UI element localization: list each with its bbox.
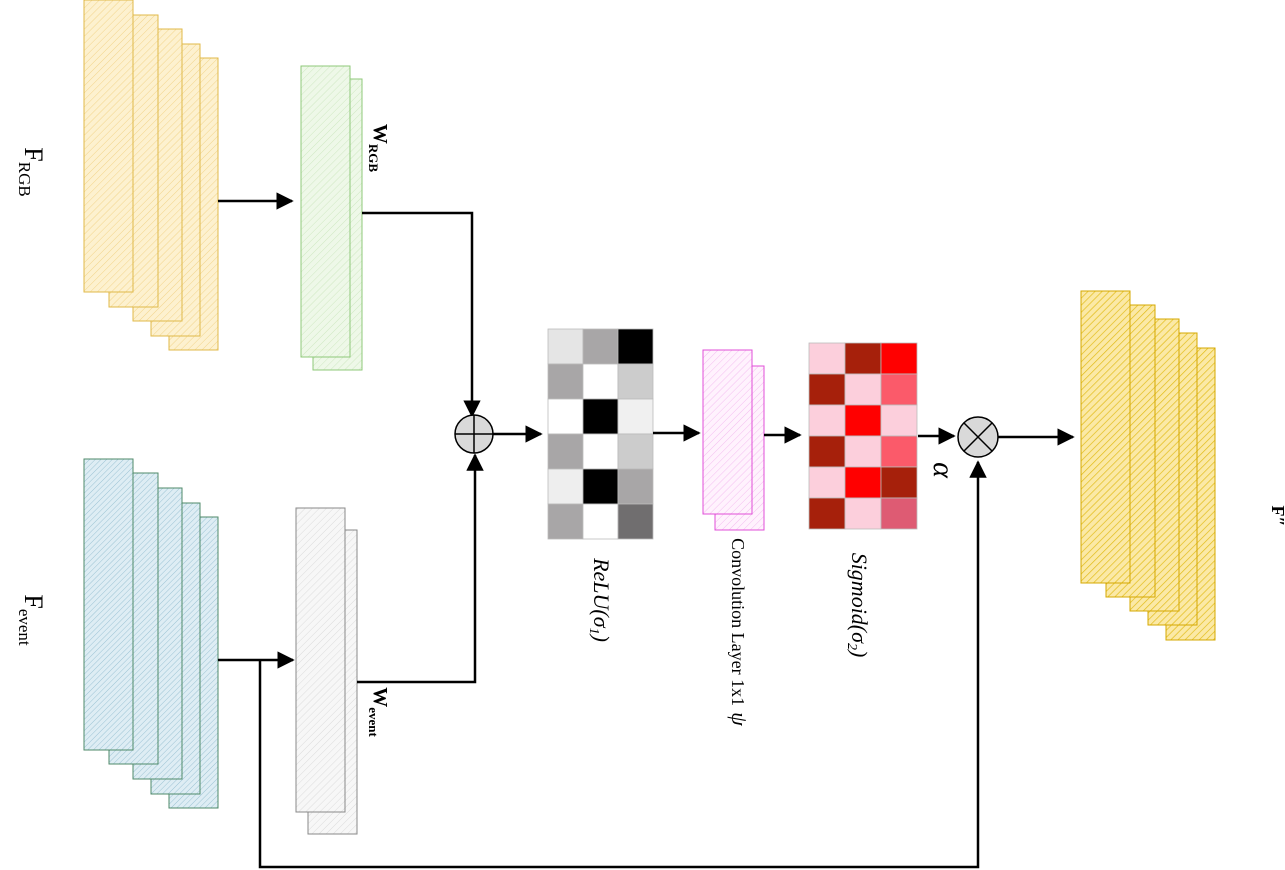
matrix-cell [808, 373, 846, 406]
wrgb-to-sum-arrow [362, 211, 481, 418]
matrix-cell [844, 342, 882, 375]
skip-connection-arrow [258, 460, 987, 869]
matrix-cell [547, 468, 584, 505]
matrix-cell [808, 342, 846, 375]
matrix-cell [880, 342, 918, 375]
circle-plus-icon [454, 414, 494, 454]
matrix-cell [880, 373, 918, 406]
matrix-cell [582, 468, 619, 505]
matrix-cell [617, 433, 654, 470]
f-rgb-label: FRGB [15, 147, 48, 196]
alpha-label: α [927, 462, 960, 479]
matrix-cell [547, 398, 584, 435]
matrix-cell [844, 435, 882, 468]
wevent-to-sum-arrow [357, 453, 484, 684]
conv-layer [702, 349, 765, 531]
matrix-cell [617, 468, 654, 505]
matrix-cell [547, 503, 584, 540]
matrix-cell [617, 503, 654, 540]
matrix-cell [844, 404, 882, 437]
circle-times-icon [957, 416, 999, 458]
matrix-cell [582, 398, 619, 435]
matrix-cell [582, 503, 619, 540]
matrix-cell [617, 363, 654, 400]
w-rgb-layer [300, 65, 363, 371]
matrix-cell [547, 328, 584, 365]
connectors [218, 192, 1075, 869]
w-rgb-label: WRGB [366, 124, 391, 173]
w-event-label: Wevent [366, 687, 391, 737]
event-feature-stack [83, 458, 219, 809]
rgb-feature-stack [83, 0, 219, 351]
matrix-cell [582, 433, 619, 470]
matrix-cell [880, 435, 918, 468]
f-output-label: F″ [1268, 506, 1285, 527]
matrix-cell [880, 497, 918, 530]
matrix-cell [808, 435, 846, 468]
matrix-cell [808, 497, 846, 530]
conv-label: Convolution Layer 1x1ψ [727, 538, 752, 726]
matrix-cell [617, 328, 654, 365]
matrix-cell [880, 404, 918, 437]
relu-label: ReLU(σ1) [586, 557, 614, 642]
matrix-cell [880, 466, 918, 499]
matrix-cell [617, 398, 654, 435]
relu-matrix [547, 328, 654, 540]
output-feature-stack [1080, 290, 1216, 641]
matrix-cell [582, 363, 619, 400]
matrix-cell [844, 466, 882, 499]
matrix-cell [547, 363, 584, 400]
matrix-cell [844, 373, 882, 406]
matrix-cell [808, 466, 846, 499]
matrix-cell [547, 433, 584, 470]
matrix-cell [844, 497, 882, 530]
f-event-label: Fevent [15, 594, 48, 646]
sigmoid-matrix [808, 342, 918, 530]
w-event-layer [295, 507, 358, 835]
matrix-cell [582, 328, 619, 365]
matrix-cell [808, 404, 846, 437]
sigmoid-label: Sigmoid(σ2) [844, 553, 872, 658]
